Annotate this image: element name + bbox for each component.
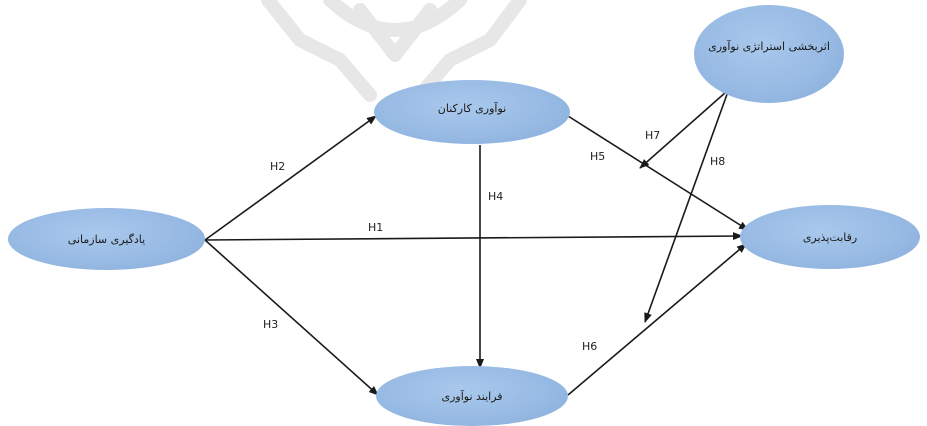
edge-h8 — [644, 85, 731, 323]
edge-label-h2: H2 — [270, 160, 286, 173]
node-competitiveness: رقابت‌پذیری — [740, 205, 920, 269]
edge-h5 — [567, 115, 749, 231]
node-innovation-process: فرایند نوآوری — [376, 366, 568, 426]
edge-label-h5: H5 — [590, 150, 606, 163]
node-competitiveness-label: رقابت‌پذیری — [802, 230, 858, 244]
edge-h6 — [567, 243, 747, 396]
node-innovation-process-label: فرایند نوآوری — [441, 389, 503, 403]
edge-label-h7: H7 — [645, 129, 661, 142]
node-employee-innovation-label: نوآوری کارکنان — [437, 101, 507, 115]
node-org-learning-label: یادگیری سازمانی — [67, 232, 146, 246]
edge-label-h4: H4 — [488, 190, 504, 203]
node-org-learning: یادگیری سازمانی — [8, 208, 205, 270]
edge-h7 — [639, 91, 727, 169]
edge-label-h3: H3 — [263, 318, 279, 331]
edge-h2 — [204, 115, 377, 241]
node-innovation-strategy-effectiveness: اثربخشی استراتژی نوآوری — [694, 5, 844, 103]
edge-label-h8: H8 — [710, 155, 726, 168]
node-innovation-strategy-effectiveness-label: اثربخشی استراتژی نوآوری — [708, 39, 830, 53]
edge-label-h6: H6 — [582, 340, 598, 353]
edge-label-h1: H1 — [368, 221, 384, 234]
node-employee-innovation: نوآوری کارکنان — [374, 80, 570, 144]
edge-h1 — [204, 232, 743, 241]
edge-h3 — [204, 239, 379, 396]
